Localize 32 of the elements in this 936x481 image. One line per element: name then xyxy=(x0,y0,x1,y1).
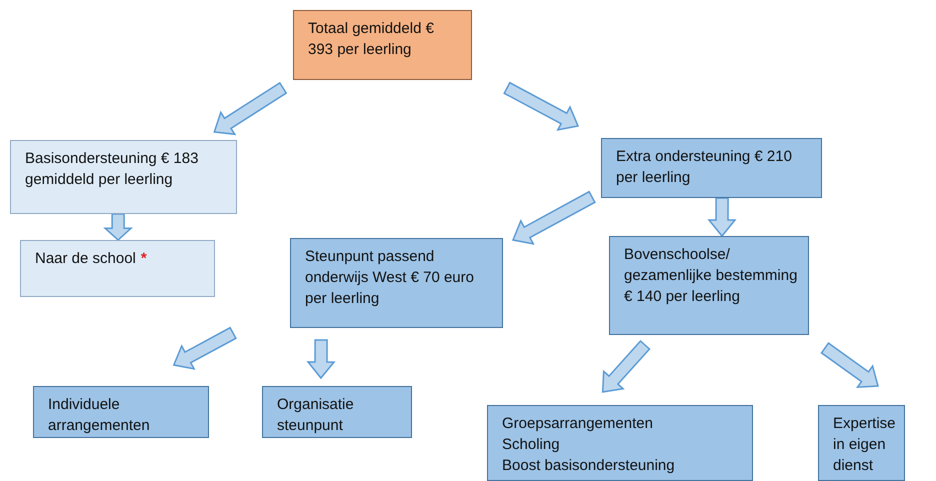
node-text: Steunpunt passend onderwijs West € 70 euro per leerling xyxy=(305,247,475,309)
node-text: Expertise in eigen dienst xyxy=(833,414,894,476)
block-arrow xyxy=(512,190,596,245)
block-arrow xyxy=(213,82,288,136)
process-box xyxy=(290,238,503,328)
process-box xyxy=(20,240,215,297)
block-arrow xyxy=(103,213,134,242)
node-text: Extra ondersteuning € 210 per leerling xyxy=(616,147,793,188)
block-arrow xyxy=(602,340,651,393)
node-text: Bovenschoolse/ gezamenlijke bestemming € 140 per leerling xyxy=(624,245,798,307)
process-box xyxy=(10,140,237,214)
node-text: Organisatie steunpunt xyxy=(277,395,355,436)
process-box xyxy=(33,386,209,438)
footnote-mark: * xyxy=(140,250,147,267)
block-arrow xyxy=(707,197,737,238)
process-box xyxy=(262,386,412,438)
block-arrow xyxy=(820,342,879,388)
process-box xyxy=(293,10,472,80)
node-text: Totaal gemiddeld € 393 per leerling xyxy=(308,19,435,60)
process-box xyxy=(601,138,822,198)
node-text: Scholing xyxy=(502,435,561,455)
node-text: Naar de school xyxy=(35,250,136,267)
block-arrow xyxy=(306,339,336,380)
block-arrow xyxy=(503,82,580,131)
node-text: Individuele arrangementen xyxy=(48,395,151,436)
node-text: Basisondersteuning € 183 gemiddeld per leerling xyxy=(25,149,200,190)
process-box xyxy=(818,405,905,481)
block-arrow xyxy=(172,326,237,370)
process-box xyxy=(609,236,809,335)
process-box xyxy=(487,405,753,481)
node-text: Groepsarrangementen xyxy=(502,414,654,434)
node-text: Boost basisondersteuning xyxy=(502,456,676,476)
